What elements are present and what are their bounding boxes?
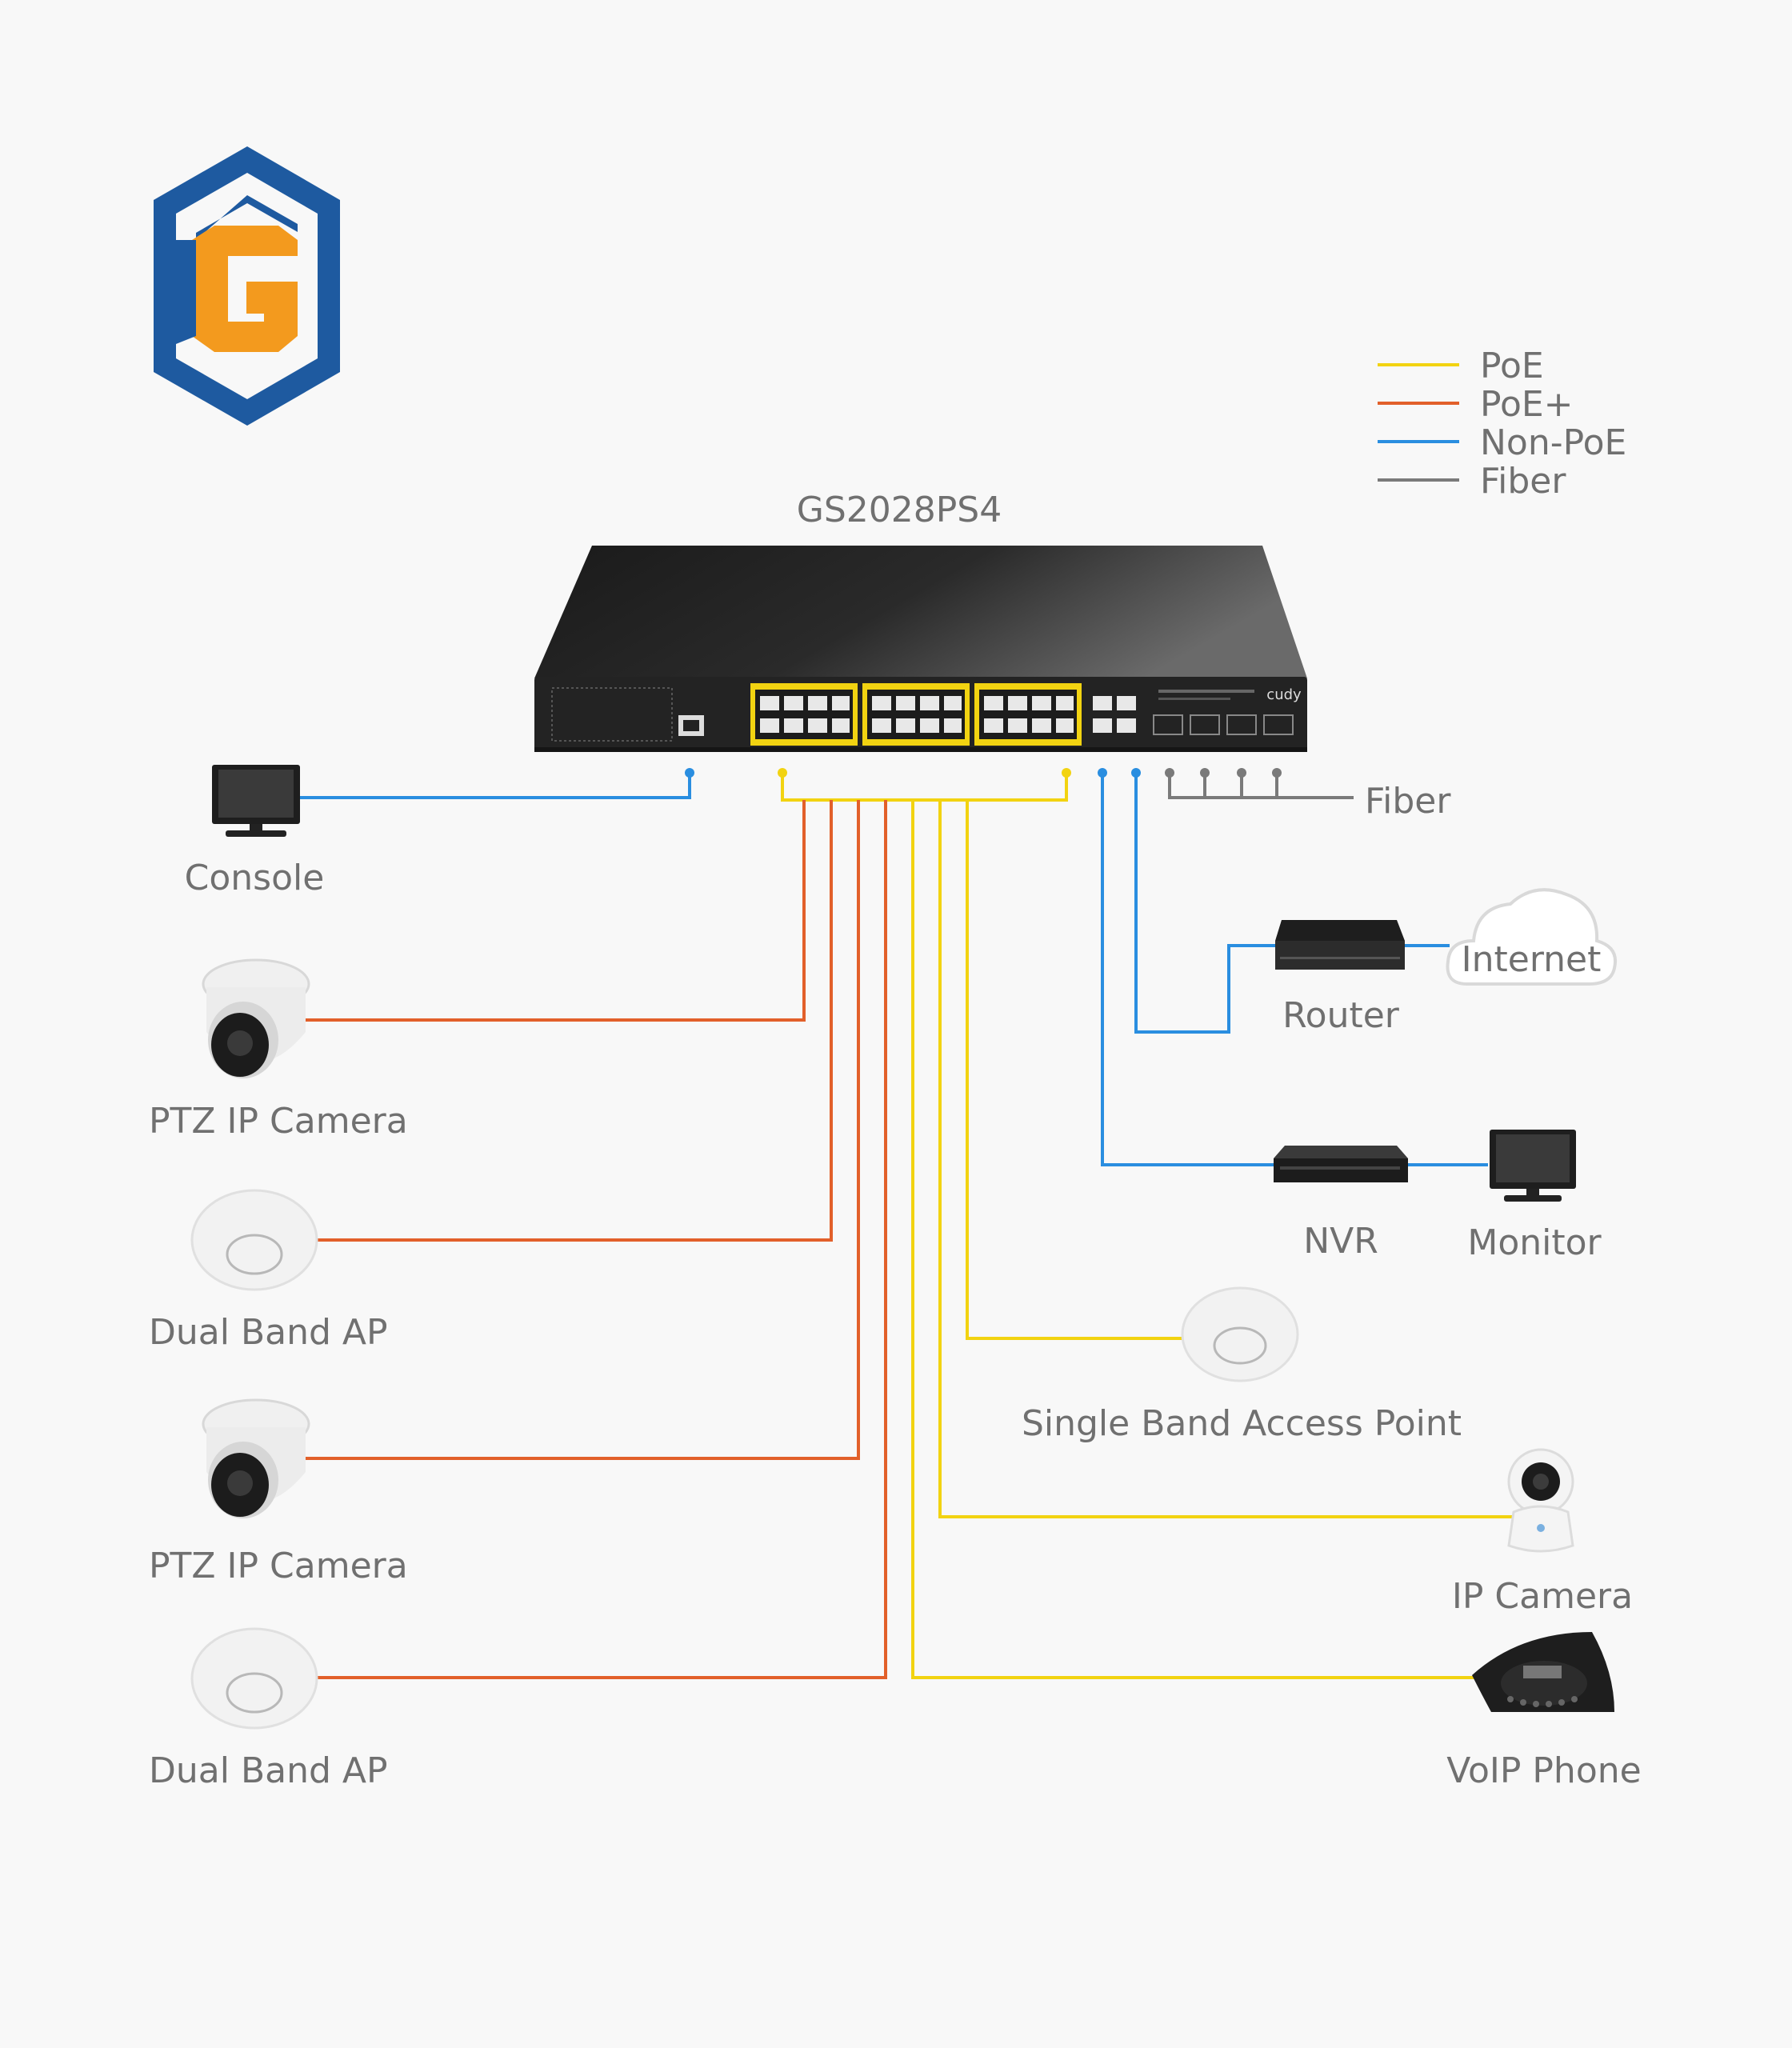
switch-brand-label: cudy <box>1266 686 1302 703</box>
switch-model-label: GS2028PS4 <box>797 490 1002 530</box>
port-dots <box>685 768 1282 778</box>
link-ptz-camera-1 <box>301 800 806 1022</box>
ptz-camera-1-label: PTZ IP Camera <box>149 1101 408 1142</box>
console-label: Console <box>185 858 325 898</box>
ptz-camera-icon <box>202 958 310 1078</box>
ptz-camera-icon <box>202 1398 310 1518</box>
connections <box>298 776 1512 1679</box>
access-point-icon <box>190 1189 318 1291</box>
internet-label: Internet <box>1462 939 1602 980</box>
fiber-label: Fiber <box>1365 781 1451 822</box>
legend-label-poe-plus: PoE+ <box>1480 384 1574 425</box>
legend-label-fiber: Fiber <box>1480 461 1566 502</box>
console-monitor-icon <box>212 765 300 837</box>
access-point-icon <box>1181 1286 1299 1382</box>
link-dual-band-ap-2 <box>317 800 887 1679</box>
router-icon <box>1275 920 1405 970</box>
brand-logo <box>154 146 340 426</box>
nvr-icon <box>1274 1146 1408 1182</box>
network-switch: cudy <box>534 546 1307 752</box>
legend-label-poe: PoE <box>1480 346 1544 386</box>
single-band-ap-label: Single Band Access Point <box>1022 1403 1462 1444</box>
monitor-icon <box>1490 1130 1576 1202</box>
nvr-label: NVR <box>1303 1221 1378 1262</box>
voip-phone-label: VoIP Phone <box>1446 1750 1641 1791</box>
ip-camera-label: IP Camera <box>1452 1576 1633 1617</box>
link-router <box>1134 776 1275 1034</box>
ptz-camera-2-label: PTZ IP Camera <box>149 1546 408 1586</box>
legend: PoE PoE+ Non-PoE Fiber <box>1378 346 1626 502</box>
voip-phone-icon <box>1472 1632 1614 1712</box>
link-console <box>298 776 691 799</box>
link-fiber <box>1168 776 1354 799</box>
link-nvr <box>1101 776 1274 1166</box>
link-dual-band-ap-1 <box>317 800 833 1242</box>
monitor-label: Monitor <box>1467 1222 1602 1263</box>
link-single-band-ap <box>966 800 1182 1340</box>
access-point-icon <box>190 1627 318 1730</box>
dual-band-ap-2-label: Dual Band AP <box>149 1750 388 1791</box>
legend-label-non-poe: Non-PoE <box>1480 422 1626 463</box>
link-voip-phone <box>911 800 1477 1679</box>
link-ip-camera <box>938 800 1512 1518</box>
router-label: Router <box>1282 995 1400 1036</box>
dual-band-ap-1-label: Dual Band AP <box>149 1312 388 1353</box>
link-ptz-camera-2 <box>301 800 860 1460</box>
cloud-icon <box>1446 888 1617 986</box>
ip-camera-icon <box>1507 1448 1574 1553</box>
link-poe-bus <box>781 776 1068 802</box>
